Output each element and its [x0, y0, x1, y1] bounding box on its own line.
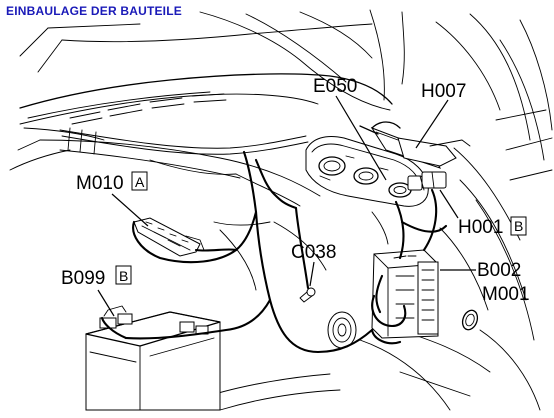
- label-h001-box: [510, 216, 527, 236]
- label-e050: E050: [313, 76, 357, 97]
- b099-battery: [85, 305, 221, 411]
- vehicle-outline: [9, 9, 553, 411]
- wiring-harness: [100, 150, 448, 354]
- label-m001: M001: [482, 284, 530, 305]
- label-h001-box-letter: B: [514, 218, 523, 234]
- steering-column-switch: [359, 121, 471, 191]
- horn-disk: [327, 311, 357, 349]
- label-m010-box-letter: A: [135, 174, 145, 190]
- component-labels: E050 H007 M010 A H001 B C038 B002 M001 B…: [61, 76, 530, 305]
- label-h001: H001: [458, 217, 503, 238]
- b002-control-unit: [371, 249, 439, 339]
- c038-connector: [299, 287, 316, 303]
- m010-module: [133, 217, 205, 257]
- label-m010: M010: [76, 173, 124, 194]
- label-m010-box: [131, 171, 148, 191]
- label-b099: B099: [61, 268, 105, 289]
- page-title: EINBAULAGE DER BAUTEILE: [6, 4, 182, 18]
- label-c038: C038: [291, 242, 336, 263]
- label-b099-box-letter: B: [119, 268, 128, 284]
- leader-lines: [97, 95, 476, 317]
- label-b099-box: [115, 265, 132, 285]
- label-b002: B002: [477, 260, 521, 281]
- label-h007: H007: [421, 81, 466, 102]
